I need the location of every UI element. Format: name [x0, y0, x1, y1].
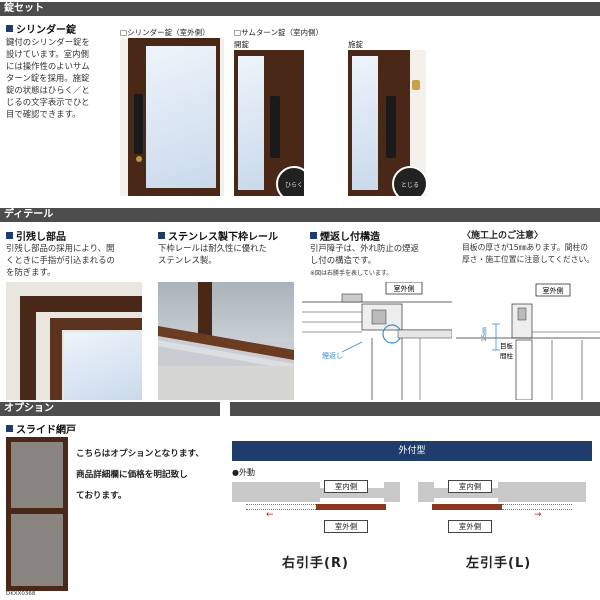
screen-net-icon: [246, 504, 316, 510]
section-header-lock-set: 錠セット: [0, 2, 600, 16]
anti-description: 引戸障子は、外れ防止の煙返 し付の構造です。: [310, 243, 419, 265]
meita-label: 目板: [500, 341, 514, 350]
anti-title: 煙返し付構造: [310, 228, 380, 243]
arrow-right-icon: →: [534, 510, 542, 520]
rail-description: 下枠レールは耐久性に優れた ステンレス製。: [158, 243, 267, 265]
lock-title-text: シリンダー錠: [16, 25, 76, 36]
photo-thumbturn-unlocked: ひらく: [234, 50, 304, 196]
dimension-15mm-label: 15㎜: [480, 327, 488, 342]
diagram-right-pull: 室内側 ← 室外側: [232, 480, 400, 546]
diagram-left-pull: 室内側 → 室外側: [418, 480, 586, 546]
key-icon: [412, 80, 420, 90]
bullet-square-icon: [158, 232, 165, 239]
photo-cylinder-lock-outdoor: [120, 38, 224, 196]
smoke-return-label: 煙返し: [322, 351, 343, 360]
bullet-square-icon: [6, 425, 13, 432]
key-cylinder-icon: [136, 156, 142, 162]
door-handle: [270, 96, 280, 158]
caption-locked: 施錠: [348, 40, 363, 49]
anti-outside-label: 室外側: [394, 284, 415, 293]
arrow-left-icon: ←: [266, 510, 274, 520]
indoor-label-box: 室内側: [448, 480, 492, 493]
rail-title: ステンレス製下枠レール: [158, 228, 278, 243]
photo-stainless-rail: [158, 282, 294, 400]
diagram-caution: 室外側 15㎜ 目板 間柱: [456, 283, 600, 400]
photo-pull-part: [6, 282, 142, 400]
bullet-square-icon: [6, 25, 13, 32]
outdoor-label-box: 室外側: [324, 520, 368, 533]
product-code: DKXX0368: [6, 591, 36, 597]
option-title: スライド網戸: [6, 421, 76, 436]
mabashira-label: 間柱: [500, 351, 514, 360]
outer-motion-label: ●外動: [232, 468, 255, 477]
diagram-anti-lift: 室外側 煙返し: [302, 282, 452, 400]
screen-frame-icon: [432, 504, 502, 510]
indicator-zoom-open: ひらく: [276, 166, 304, 196]
outdoor-label-box: 室外側: [448, 520, 492, 533]
photo-slide-screen-door: [6, 437, 68, 591]
option-description: こちらはオプションとなります、 商品詳細欄に価格を明記致し ております。: [76, 449, 204, 501]
right-pull-title: 右引手(R): [282, 556, 349, 571]
bullet-square-icon: [310, 232, 317, 239]
door-handle: [386, 96, 396, 158]
indoor-label-box: 室内側: [324, 480, 368, 493]
indicator-zoom-lock: とじる: [392, 166, 426, 196]
pull-description: 引残し部品の採用により、開 くときに手指が引込まれるの を防ぎます。: [6, 243, 115, 277]
pull-title: 引残し部品: [6, 228, 66, 243]
caution-title: 〈施工上のご注意〉: [462, 231, 544, 241]
caution-outside-label: 室外側: [543, 286, 564, 295]
section-header-option: オプション: [0, 402, 220, 416]
door-handle: [134, 94, 143, 154]
left-pull-title: 左引手(L): [466, 556, 532, 571]
photo-thumbturn-locked: とじる: [348, 50, 426, 196]
caution-description: 目板の厚さが15㎜あります。間柱の 厚さ・施工位置に注意してください。: [462, 243, 595, 264]
section-bar-extension: [230, 402, 600, 416]
lock-title: シリンダー錠: [6, 21, 76, 36]
lock-description: 鍵付のシリンダー錠を 設けています。室内側 には操作性のよいサム ターン錠を採用…: [6, 37, 90, 119]
caption-cylinder-outdoor: □シリンダー錠（室外側）: [120, 28, 210, 37]
caption-unlocked: 開錠: [234, 40, 249, 49]
screen-frame-icon: [316, 504, 386, 510]
section-header-detail: ディテール: [0, 208, 600, 222]
label-box-outside: [385, 282, 423, 295]
bullet-square-icon: [6, 232, 13, 239]
caption-thumbturn-indoor: □サムターン錠（室内側）: [234, 28, 324, 37]
external-type-banner: 外付型: [232, 441, 592, 461]
anti-note: ※図は右勝手を表しています。: [310, 270, 393, 277]
screen-net-icon: [502, 504, 572, 510]
